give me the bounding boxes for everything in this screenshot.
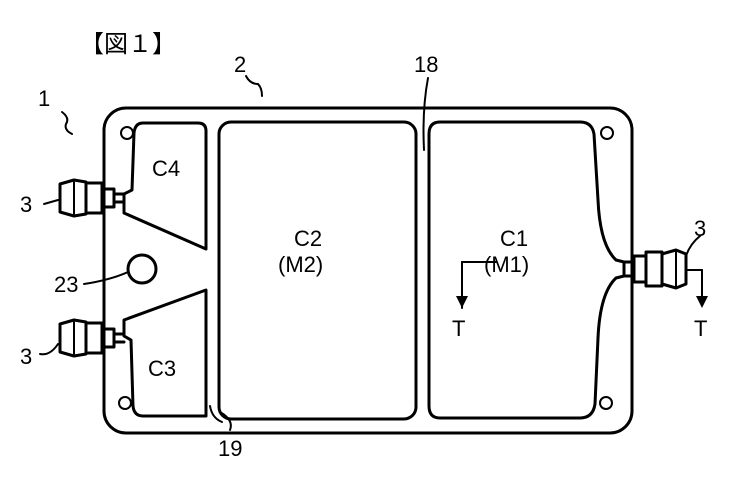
label-m2: (M2) [278,252,323,277]
chamber-c3 [124,290,206,416]
leader-1 [62,112,72,134]
leader-2 [246,76,262,96]
label-device-1: 1 [38,86,50,111]
label-port-3-left-top: 3 [20,192,32,217]
bag-outline [104,108,632,433]
label-c1: C1 [500,226,528,251]
connector-left-top [60,180,124,216]
connector-right [624,250,686,288]
label-c3: C3 [148,356,176,381]
arrow-t-right [686,270,708,308]
label-c2: C2 [294,226,322,251]
figure-caption: 【図１】 [80,30,176,58]
leader-23 [84,272,128,284]
chamber-c4 [124,123,206,249]
leader-3-top [44,200,58,204]
label-t-left: T [452,316,465,341]
label-port-3-left-bottom: 3 [20,344,32,369]
label-seal-18: 18 [414,52,438,77]
corner-hole-top-left [121,127,133,139]
arrow-t-left [456,262,468,308]
corner-hole-bottom-left [119,397,131,409]
leader-18 [424,78,429,150]
corner-hole-bottom-right [600,397,612,409]
label-c4: C4 [152,156,180,181]
label-bag-2: 2 [234,52,246,77]
port-23 [128,255,156,283]
label-t-right: T [694,316,707,341]
label-port-23: 23 [54,272,78,297]
label-seal-19: 19 [218,436,242,461]
corner-hole-top-right [601,127,613,139]
leader-3-bottom [40,344,58,354]
connector-left-bottom [60,320,124,356]
label-port-3-right: 3 [694,216,706,241]
label-m1: (M1) [484,252,529,277]
